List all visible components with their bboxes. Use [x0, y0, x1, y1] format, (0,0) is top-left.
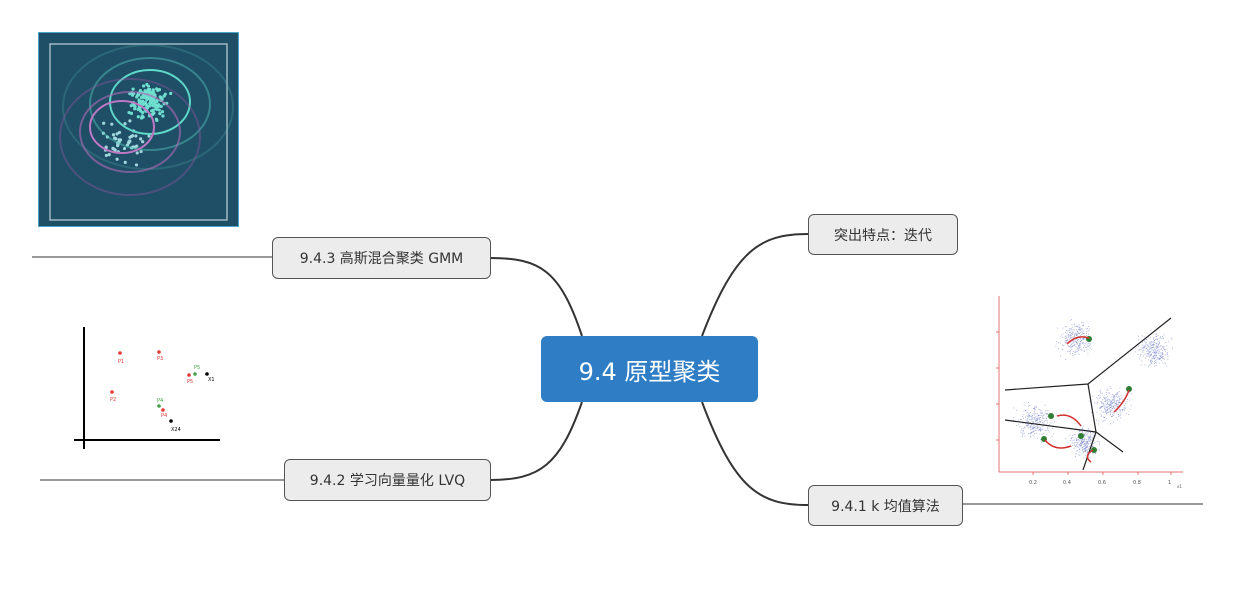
connector-kmeans [701, 401, 809, 506]
connector-gmm [489, 257, 583, 337]
connector-feature [701, 233, 809, 337]
kmeans-x-axis-label: x1 [1177, 484, 1182, 489]
lvq-label-p3: P3 [157, 356, 163, 362]
lvq-label-x24: X24 [171, 427, 181, 433]
lvq-label-p2: P2 [110, 397, 116, 403]
connector-lvq [489, 401, 583, 481]
kmeans-tick-5: 1 [1168, 480, 1171, 486]
kmeans-tick-4: 0.8 [1133, 480, 1141, 486]
lvq-label-p5-green: P5 [194, 365, 200, 371]
kmeans-tick-2: 0.4 [1063, 480, 1071, 486]
branch-kmeans[interactable]: 9.4.1 k 均值算法 [808, 485, 963, 526]
branch-feature[interactable]: 突出特点：迭代 [808, 214, 958, 255]
lvq-label-p4-red: P4 [161, 413, 167, 419]
branch-lvq[interactable]: 9.4.2 学习向量量化 LVQ [284, 459, 491, 501]
kmeans-tick-1: 0.2 [1029, 480, 1037, 486]
kmeans-tick-3: 0.6 [1098, 480, 1106, 486]
lvq-scatter-image: P1 P3 P5 P5 X1 P2 P4 P4 X24 [74, 327, 220, 449]
branch-gmm[interactable]: 9.4.3 高斯混合聚类 GMM [272, 237, 491, 279]
lvq-label-p4-green: P4 [157, 398, 163, 404]
gmm-cluster-image [38, 32, 239, 227]
kmeans-voronoi-image: 0.2 0.4 0.6 0.8 1 x1 [996, 296, 1183, 489]
lvq-label-p5-red: P5 [187, 379, 193, 385]
lvq-label-p1: P1 [118, 359, 124, 365]
lvq-label-x1: X1 [208, 377, 215, 383]
central-topic[interactable]: 9.4 原型聚类 [541, 336, 758, 402]
